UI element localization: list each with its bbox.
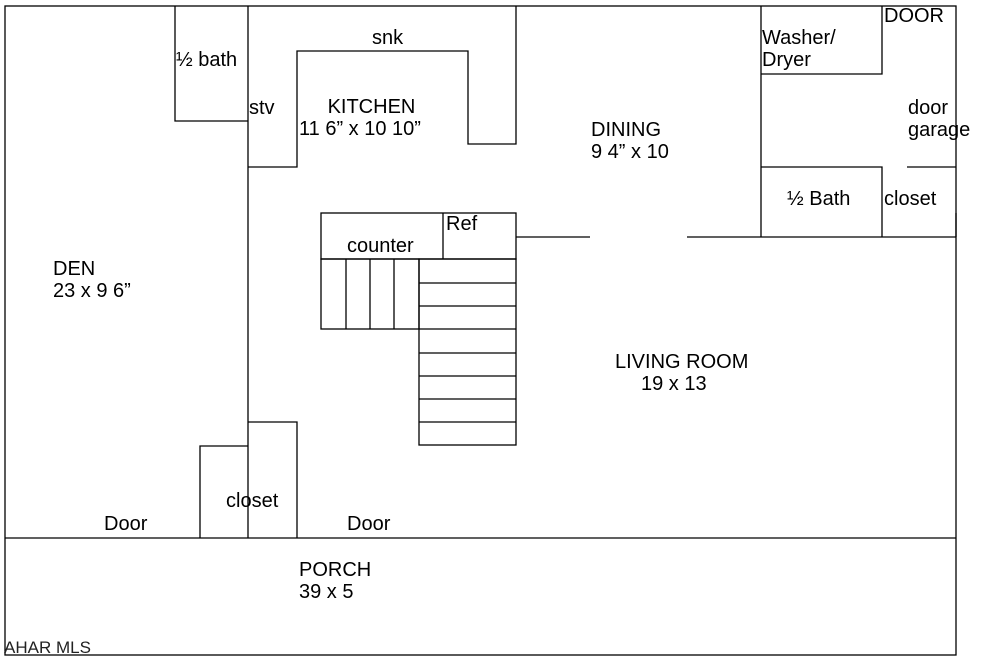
dining-dimensions: 9 4” x 10 (591, 141, 669, 163)
washer-dryer-label: Washer/ Dryer (762, 27, 836, 71)
kitchen-dimensions: 11 6” x 10 10” (299, 118, 421, 140)
door-den-label: Door (104, 513, 148, 535)
kitchen-label: KITCHEN 11 6” x 10 10” (299, 96, 421, 140)
living-room-name: LIVING ROOM (615, 351, 749, 373)
half-bath-top-label: ½ bath (176, 49, 238, 71)
half-bath-top-wall (174, 6, 248, 122)
living-room-dimensions: 19 x 13 (641, 373, 707, 395)
door-garage-line1: door (908, 97, 949, 119)
washer-dryer-box (761, 6, 883, 75)
dining-name: DINING (591, 119, 661, 141)
kitchen-counter-outline (248, 6, 517, 168)
counter-label: counter (347, 235, 414, 257)
half-bath-right-box (761, 166, 883, 237)
stove-label: stv (249, 97, 275, 119)
porch-dimensions: 39 x 5 (299, 581, 354, 603)
den-dimensions: 23 x 9 6” (53, 280, 131, 302)
porch-name: PORCH (299, 559, 372, 581)
dining-label: DINING 9 4” x 10 (591, 119, 669, 163)
den-label: DEN 23 x 9 6” (53, 258, 131, 302)
half-bath-right-label: ½ Bath (787, 188, 851, 210)
den-name: DEN (53, 258, 96, 280)
closet-right-label: closet (884, 188, 937, 210)
closet-left-box (199, 445, 248, 538)
refrigerator-label: Ref (446, 213, 478, 235)
door-garage-line2: garage (908, 119, 971, 141)
washer-dryer-line2: Dryer (762, 49, 811, 71)
door-living-label: Door (347, 513, 391, 535)
porch-label: PORCH 39 x 5 (299, 559, 371, 603)
kitchen-name: KITCHEN (327, 96, 416, 118)
closet-bottom-box (248, 421, 298, 538)
mls-watermark: AHAR MLS (4, 638, 91, 657)
outer-wall (4, 5, 957, 656)
sink-label: snk (372, 27, 404, 49)
living-room-label: LIVING ROOM 19 x 13 (615, 351, 748, 395)
door-top-right-label: DOOR (884, 5, 944, 27)
door-garage-label: door garage (908, 97, 970, 141)
closet-bottom-label: closet (226, 490, 279, 512)
washer-dryer-line1: Washer/ (762, 27, 836, 49)
stairs-lower (418, 258, 517, 446)
